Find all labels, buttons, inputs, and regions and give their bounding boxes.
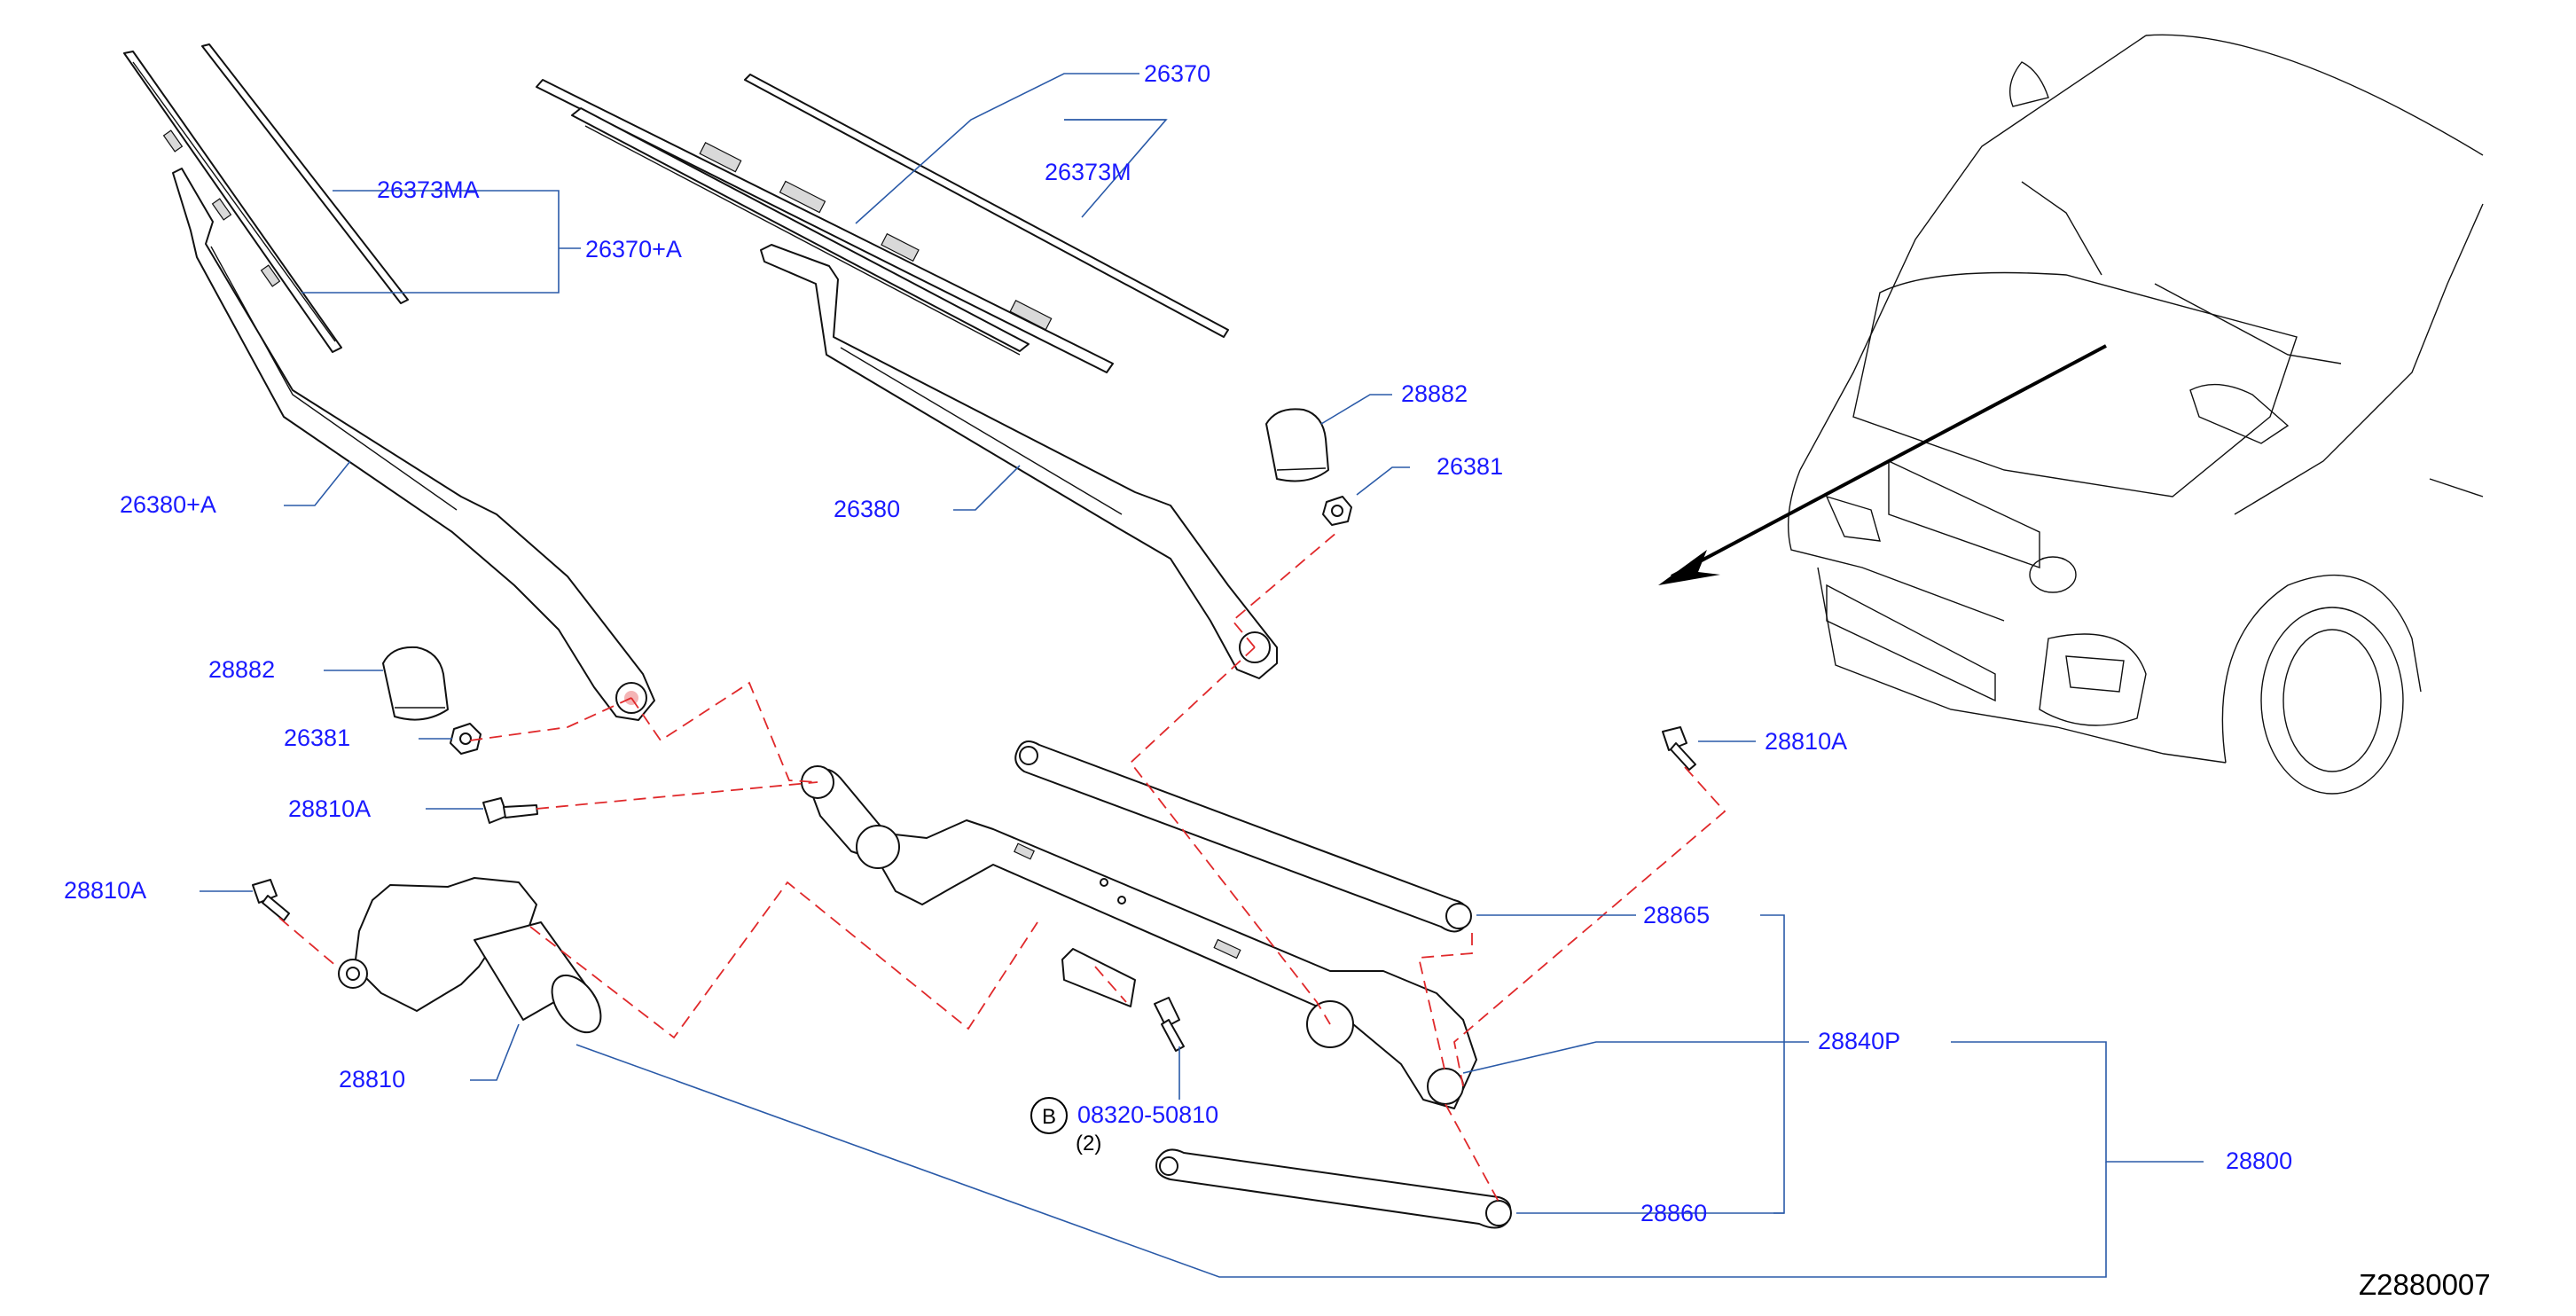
drive-link-upper <box>1014 740 1472 933</box>
label-26373ma: 26373MA <box>377 176 480 203</box>
wiper-motor <box>338 877 602 1034</box>
bracket-bolt <box>1154 997 1185 1052</box>
left-wiper-blade-assembly <box>123 43 409 353</box>
label-26380a: 26380+A <box>120 491 216 518</box>
leader-lines <box>200 73 2204 1278</box>
pivot-nut-left <box>450 723 482 755</box>
bolt-circle-letter: B <box>1042 1105 1056 1129</box>
assembly-relationship-lines <box>278 531 1726 1202</box>
bolt-quantity: (2) <box>1076 1132 1101 1155</box>
pivot-cap-right <box>1265 408 1329 482</box>
bolt-part-number: 08320-50810 <box>1077 1101 1218 1128</box>
label-26370: 26370 <box>1144 60 1210 87</box>
label-28800: 28800 <box>2226 1148 2292 1174</box>
label-26381-left: 26381 <box>284 725 350 751</box>
label-28810: 28810 <box>339 1066 405 1093</box>
wiper-linkage-frame <box>801 765 1477 1109</box>
bolt-callout: B 08320-50810 (2) <box>1030 1097 1218 1155</box>
bolt-left-mid <box>482 797 538 824</box>
right-wiper-blade-assembly <box>536 74 1229 373</box>
vehicle-view <box>1658 34 2484 795</box>
bolt-circle-marker <box>1030 1097 1068 1134</box>
label-28860: 28860 <box>1640 1200 1707 1226</box>
label-28810a-mid: 28810A <box>288 795 371 822</box>
label-28840p: 28840P <box>1818 1028 1900 1054</box>
label-26381-right: 26381 <box>1437 453 1503 480</box>
label-28865: 28865 <box>1643 902 1710 928</box>
bolt-left-low <box>252 879 290 921</box>
linkage-bracket <box>1061 948 1136 1007</box>
bolt-right <box>1662 726 1696 771</box>
label-28882-left: 28882 <box>208 656 275 683</box>
label-26373m: 26373M <box>1045 159 1131 185</box>
label-28810a-right: 28810A <box>1765 728 1847 755</box>
drive-link-lower <box>1155 1148 1512 1229</box>
label-28810a-left: 28810A <box>64 877 146 904</box>
left-wiper-arm <box>172 168 655 721</box>
pivot-cap-left <box>382 646 449 721</box>
drawing-code: Z2880007 <box>2359 1268 2491 1301</box>
label-28882-right: 28882 <box>1401 380 1468 407</box>
label-26370a: 26370+A <box>585 236 682 262</box>
label-26380: 26380 <box>834 496 900 522</box>
pivot-nut-right <box>1322 496 1352 526</box>
